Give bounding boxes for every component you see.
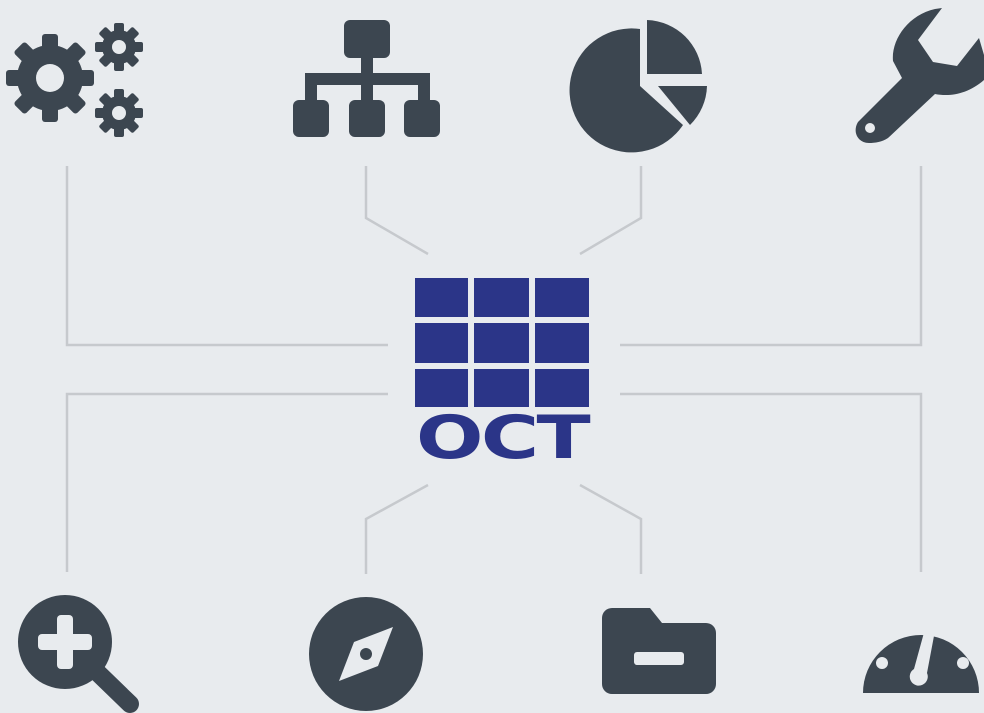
logo-cell	[415, 369, 468, 407]
connector-speedometer	[620, 392, 923, 572]
logo-cell	[415, 323, 468, 363]
pie-chart-icon	[569, 20, 707, 153]
logo-cell	[535, 278, 589, 317]
connector-sitemap	[364, 166, 429, 256]
speedometer-icon	[863, 618, 979, 693]
logo-cell	[474, 278, 529, 317]
connectors	[65, 166, 923, 574]
logo-cell	[474, 323, 529, 363]
zoom-in-icon	[18, 595, 139, 713]
logo-cell	[415, 278, 468, 317]
connector-wrench	[620, 166, 923, 347]
connector-gears	[65, 166, 388, 347]
logo-cell	[535, 323, 589, 363]
logo-text: OCT	[416, 403, 591, 473]
oct-logo: OCT	[415, 278, 593, 473]
connector-folder	[579, 483, 643, 574]
connector-compass	[364, 483, 429, 574]
connector-pie-chart	[579, 166, 643, 256]
gears-icon	[6, 23, 143, 137]
compass-icon	[309, 597, 423, 711]
folder-minus-icon	[602, 608, 716, 694]
logo-cell	[474, 369, 529, 407]
sitemap-icon	[293, 20, 440, 137]
logo-cell	[535, 369, 589, 407]
connector-zoom	[65, 392, 388, 572]
wrench-icon	[855, 8, 984, 143]
